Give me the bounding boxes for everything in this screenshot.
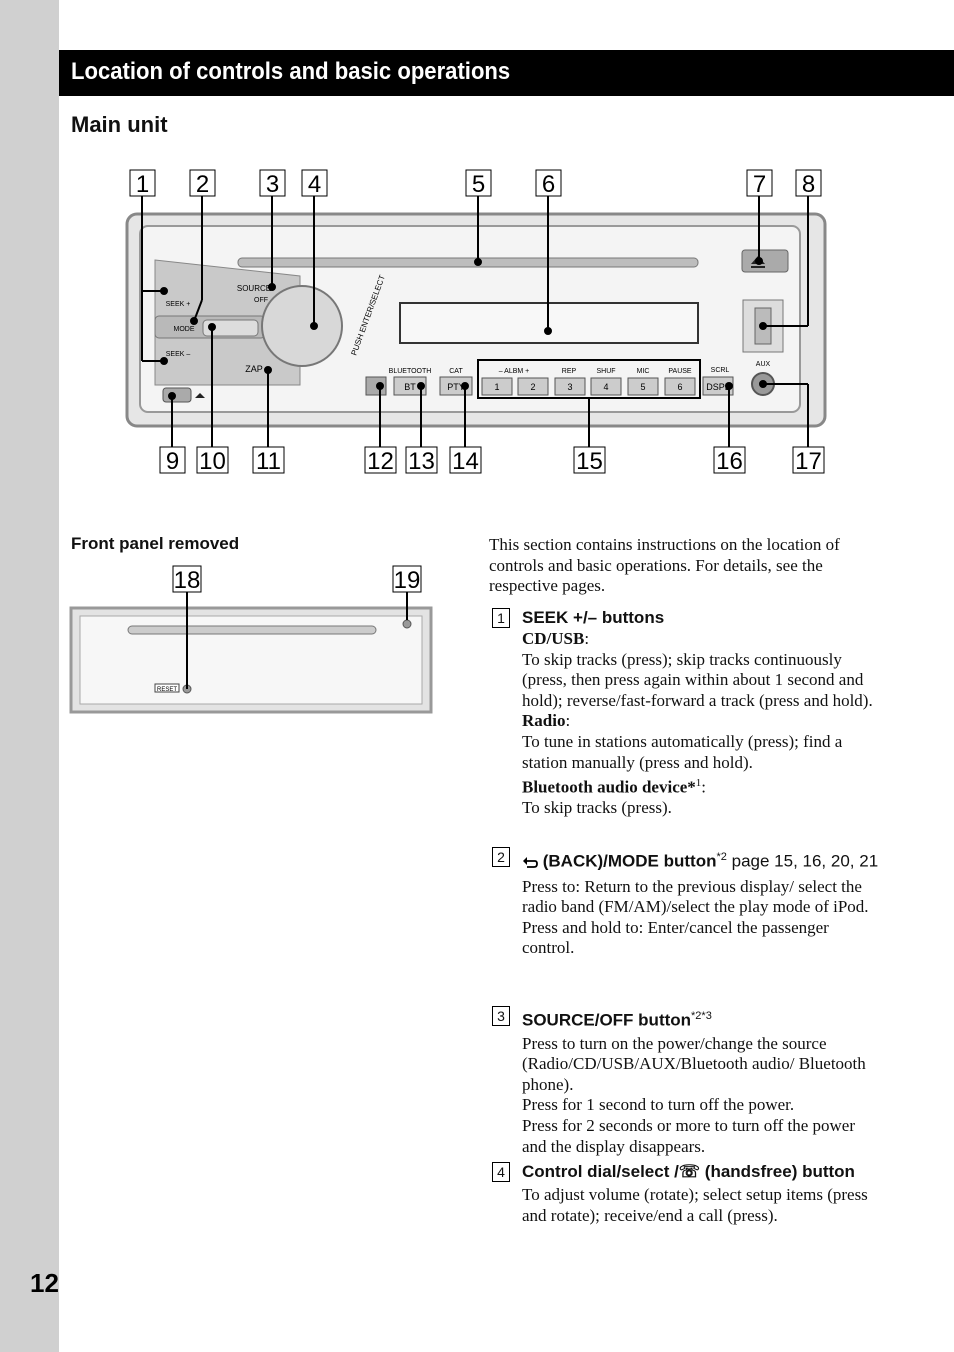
svg-text:DSPL: DSPL	[706, 382, 730, 392]
callout-2: 2	[196, 171, 209, 198]
item-2-title: (BACK)/MODE button*2 page 15, 16, 20, 21	[522, 846, 879, 873]
svg-text:4: 4	[603, 382, 608, 392]
item-4-title: Control dial/select /☏ (handsfree) butto…	[522, 1162, 855, 1181]
callout-1: 1	[136, 171, 149, 198]
svg-text:SCRL: SCRL	[711, 367, 730, 374]
item-1: 1 SEEK +/– buttons CD/USB: To skip track…	[489, 607, 879, 819]
svg-text:PTY: PTY	[447, 382, 465, 392]
callout-8: 8	[802, 171, 815, 198]
back-icon	[523, 856, 538, 868]
item-1-title: SEEK +/– buttons	[522, 608, 665, 627]
item-4-body: To adjust volume (rotate); select setup …	[522, 1185, 868, 1225]
callout-12: 12	[367, 448, 394, 475]
callout-7: 7	[753, 171, 766, 198]
callout-17: 17	[795, 448, 822, 475]
callout-13: 13	[408, 448, 435, 475]
item-3-number: 3	[492, 1006, 510, 1026]
item-2-number: 2	[492, 847, 510, 867]
svg-text:SHUF: SHUF	[596, 368, 615, 375]
callout-19: 19	[394, 567, 421, 594]
svg-text:AUX: AUX	[756, 361, 771, 368]
item-2-body: Press to: Return to the previous display…	[522, 876, 869, 958]
intro-text: This section contains instructions on th…	[489, 535, 840, 596]
item-3-body: Press to turn on the power/change the so…	[522, 1033, 866, 1156]
item-2: 2 (BACK)/MODE button*2 page 15, 16, 20, …	[489, 846, 879, 959]
svg-text:6: 6	[677, 382, 682, 392]
item-3-title: SOURCE/OFF button*2*3	[522, 1010, 712, 1030]
svg-text:MIC: MIC	[637, 368, 650, 375]
callout-9: 9	[166, 448, 179, 475]
item-3: 3 SOURCE/OFF button*2*3 Press to turn on…	[489, 1005, 879, 1157]
svg-text:5: 5	[640, 382, 645, 392]
callout-16: 16	[716, 448, 743, 475]
callout-14: 14	[452, 448, 479, 475]
svg-text:ZAP: ZAP	[245, 364, 263, 374]
section-title: Location of controls and basic operation…	[71, 58, 511, 85]
svg-text:OFF: OFF	[254, 297, 268, 304]
svg-text:SOURCE: SOURCE	[237, 284, 271, 293]
svg-text:PAUSE: PAUSE	[668, 368, 692, 375]
front-panel-removed-diagram: 18 19 RESET	[69, 565, 433, 714]
svg-text:2: 2	[530, 382, 535, 392]
callout-3: 3	[266, 171, 279, 198]
callout-15: 15	[576, 448, 603, 475]
callout-18: 18	[174, 567, 201, 594]
svg-text:REP: REP	[562, 368, 577, 375]
svg-text:RESET: RESET	[157, 687, 177, 693]
svg-text:– ALBM +: – ALBM +	[499, 368, 530, 375]
svg-text:MODE: MODE	[174, 326, 195, 333]
item-1-number: 1	[492, 608, 510, 628]
item-4: 4 Control dial/select /☏ (handsfree) but…	[489, 1161, 879, 1226]
svg-text:CAT: CAT	[449, 368, 463, 375]
svg-text:3: 3	[567, 382, 572, 392]
section-title-bar: Location of controls and basic operation…	[59, 50, 954, 96]
item-4-number: 4	[492, 1162, 510, 1182]
callout-4: 4	[308, 171, 321, 198]
callout-5: 5	[472, 171, 485, 198]
main-unit-heading: Main unit	[71, 112, 168, 137]
item-1-body: CD/USB: To skip tracks (press); skip tra…	[522, 629, 873, 818]
svg-text:BLUETOOTH: BLUETOOTH	[389, 368, 432, 375]
callout-6: 6	[542, 171, 555, 198]
svg-text:1: 1	[494, 382, 499, 392]
callout-10: 10	[199, 448, 226, 475]
svg-text:BT: BT	[404, 382, 416, 392]
front-panel-removed-heading: Front panel removed	[71, 534, 240, 553]
callout-11: 11	[256, 448, 281, 475]
main-unit-diagram: 1 2 3 4 5 6 7 8 MODE SEEK + SEEK – SOURC…	[125, 169, 827, 475]
svg-text:SEEK –: SEEK –	[166, 351, 191, 358]
callouts-top: 1 2 3 4 5 6 7 8	[129, 169, 822, 198]
side-strip	[0, 0, 59, 1352]
svg-text:SEEK +: SEEK +	[166, 301, 191, 308]
page-number: 12	[30, 1268, 59, 1298]
